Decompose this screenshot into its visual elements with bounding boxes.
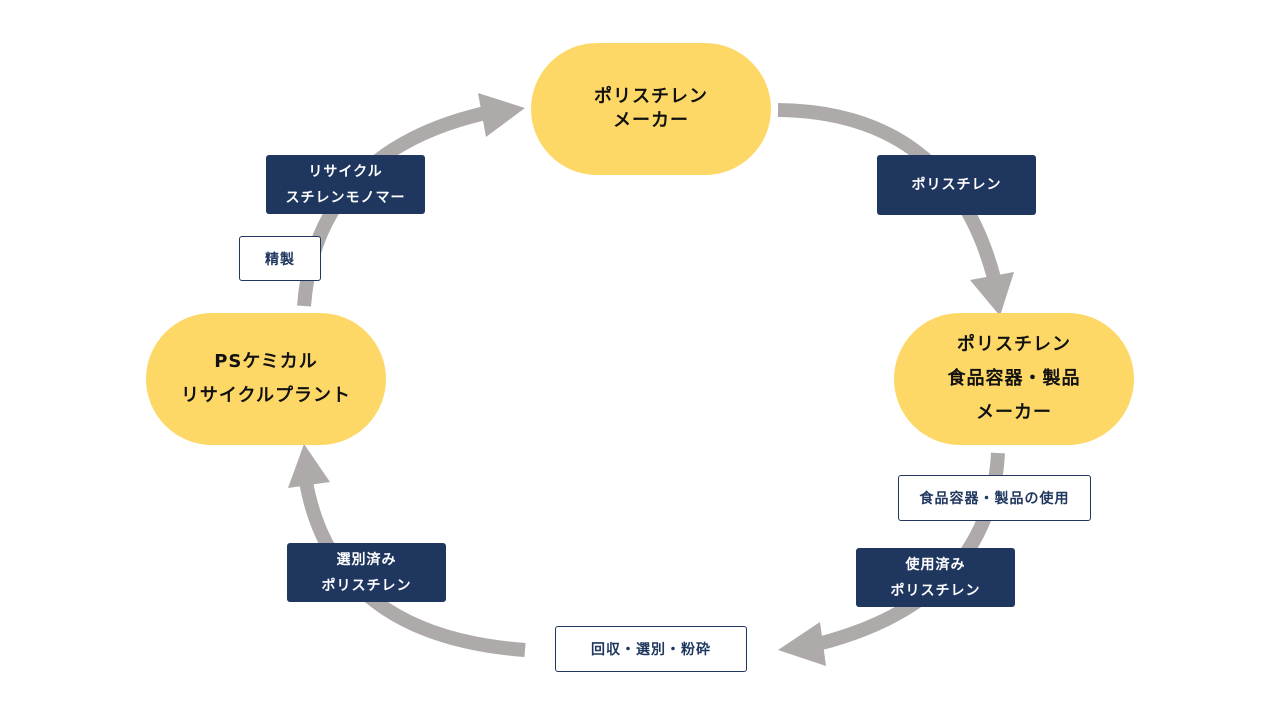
- node-recycle-plant-line2: リサイクルプラント: [180, 385, 352, 406]
- node-food-container-maker-line2: 食品容器・製品: [947, 368, 1081, 389]
- label-refining-text: 精製: [265, 251, 295, 268]
- arrowhead-to-plant: [288, 444, 330, 488]
- label-sorted-polystyrene-line1: 選別済み: [336, 551, 397, 568]
- node-polystyrene-maker-line2: メーカー: [613, 110, 689, 131]
- label-used-polystyrene: 使用済み ポリスチレン: [856, 548, 1015, 607]
- label-used-polystyrene-line1: 使用済み: [905, 556, 966, 573]
- node-food-container-maker: ポリスチレン 食品容器・製品 メーカー: [894, 313, 1134, 445]
- arrow-maker-to-food: [777, 103, 1001, 280]
- label-collection-sorting-crushing-text: 回収・選別・粉砕: [591, 642, 711, 658]
- arrowhead-to-maker: [478, 93, 525, 137]
- node-food-container-maker-line3: メーカー: [976, 402, 1052, 423]
- node-recycle-plant-line1: PSケミカル: [214, 351, 318, 372]
- label-sorted-polystyrene: 選別済み ポリスチレン: [287, 543, 446, 602]
- label-sorted-polystyrene-line2: ポリスチレン: [321, 577, 412, 594]
- label-recycled-styrene-monomer-line2: スチレンモノマー: [285, 189, 406, 206]
- node-polystyrene-maker: ポリスチレン メーカー: [531, 43, 771, 175]
- label-use-of-food-containers: 食品容器・製品の使用: [898, 475, 1091, 521]
- label-recycled-styrene-monomer: リサイクル スチレンモノマー: [266, 155, 425, 214]
- label-recycled-styrene-monomer-line1: リサイクル: [308, 163, 383, 180]
- node-polystyrene-maker-line1: ポリスチレン: [594, 86, 708, 107]
- label-use-of-food-containers-text: 食品容器・製品の使用: [919, 491, 1070, 507]
- label-polystyrene-text: ポリスチレン: [911, 177, 1002, 193]
- arrowhead-to-collection: [778, 622, 826, 666]
- label-used-polystyrene-line2: ポリスチレン: [890, 582, 981, 599]
- node-recycle-plant: PSケミカル リサイクルプラント: [146, 313, 386, 445]
- label-refining: 精製: [239, 236, 321, 281]
- label-polystyrene: ポリスチレン: [877, 155, 1036, 215]
- arrowhead-to-food: [970, 272, 1014, 316]
- label-collection-sorting-crushing: 回収・選別・粉砕: [555, 626, 747, 672]
- node-food-container-maker-line1: ポリスチレン: [957, 334, 1071, 355]
